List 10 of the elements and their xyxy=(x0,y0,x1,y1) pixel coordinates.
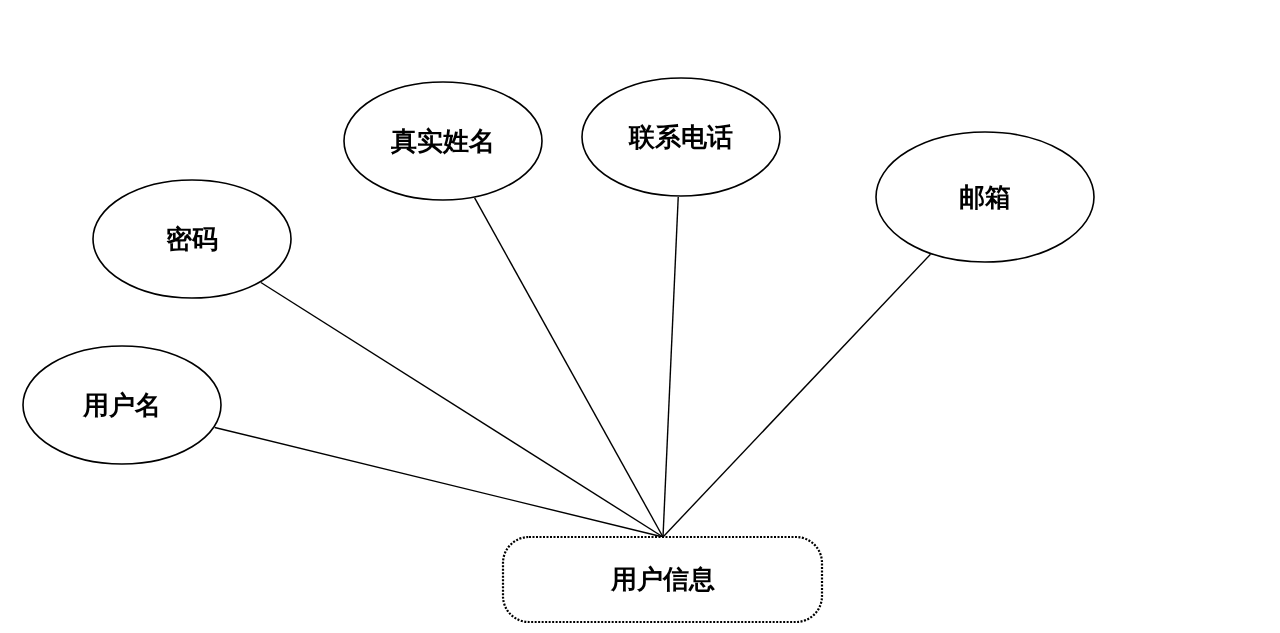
connector-line xyxy=(260,281,664,538)
connector-line xyxy=(473,197,664,538)
connector-line xyxy=(662,196,679,538)
attribute-ellipse: 用户名 xyxy=(22,345,222,465)
attribute-ellipse: 联系电话 xyxy=(581,77,781,197)
connector-line xyxy=(662,253,932,538)
attribute-ellipse: 密码 xyxy=(92,179,292,299)
attribute-ellipse: 邮箱 xyxy=(875,131,1095,263)
attribute-ellipse: 真实姓名 xyxy=(343,81,543,201)
entity-box: 用户信息 xyxy=(502,536,823,623)
